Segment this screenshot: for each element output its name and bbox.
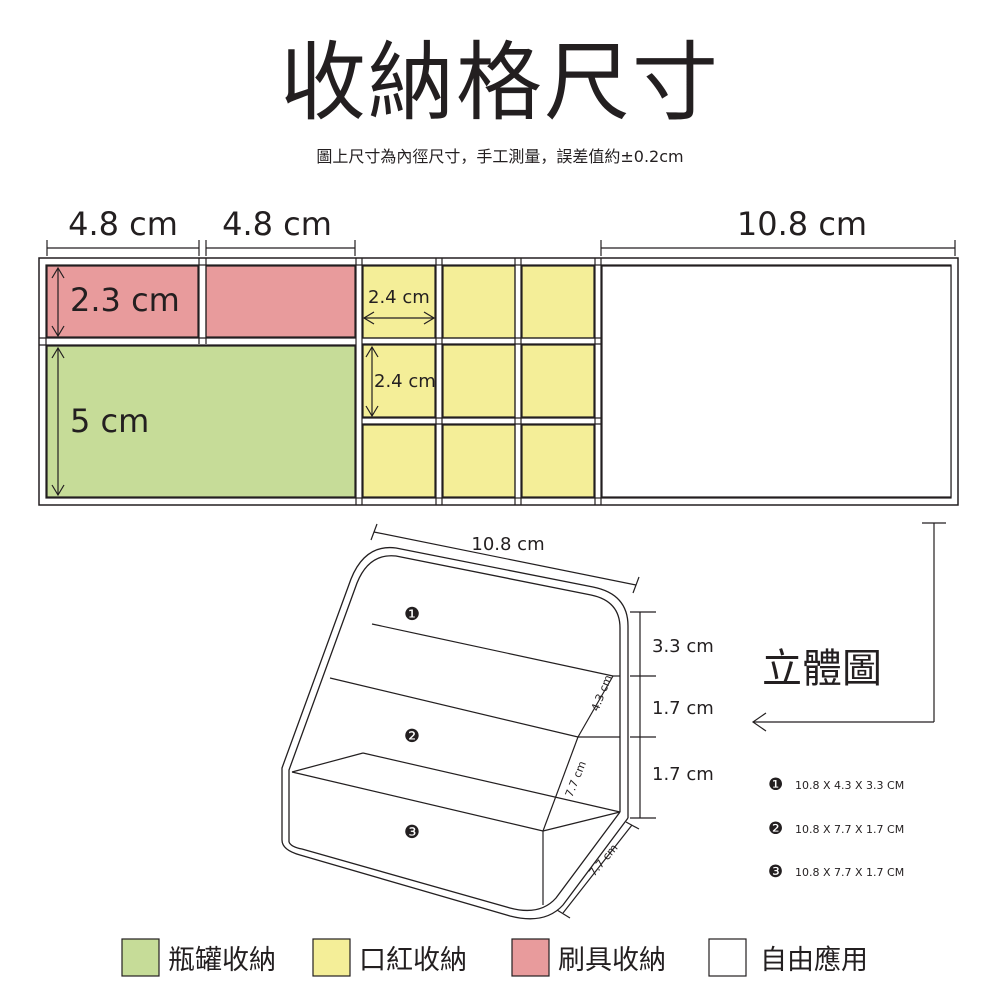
brush-compartment-2 (205, 265, 356, 338)
dim-lipstick-width: 2.4 cm (368, 287, 430, 308)
spec-marker-1: ❶ (768, 775, 783, 795)
dim-brush-height: 2.3 cm (70, 281, 180, 319)
legend-label-bottle: 瓶罐收納 (168, 945, 276, 976)
spec-text-2: 10.8 X 7.7 X 1.7 CM (795, 823, 904, 836)
dim-bottle-height: 5 cm (70, 402, 149, 440)
spec-text-3: 10.8 X 7.7 X 1.7 CM (795, 866, 904, 879)
top-dimension-lines (46, 240, 956, 256)
plan-view: 2.3 cm 5 cm 2.4 cm 2.4 cm (38, 257, 959, 506)
legend-swatch-brush (511, 938, 550, 977)
page-title: 收納格尺寸 (280, 33, 720, 133)
isometric-view: 10.8 cm 4.3 cm 7.7 cm (281, 522, 946, 920)
legend-label-free: 自由應用 (760, 945, 868, 976)
iso-dim-depth3: 7.7 cm (586, 842, 620, 879)
legend-label-brush: 刷具收納 (558, 945, 666, 976)
bottle-compartment (46, 345, 356, 498)
view-label: 立體圖 (762, 646, 882, 692)
dim-top-left-1: 4.8 cm (68, 205, 178, 243)
spec-marker-2: ❷ (768, 819, 783, 839)
spec-marker-3: ❸ (768, 862, 783, 882)
view-pointer-arrow (751, 522, 946, 732)
lipstick-grid (362, 265, 595, 498)
iso-dim-h2: 1.7 cm (652, 698, 714, 719)
iso-marker-2: ❷ (404, 726, 420, 747)
page-subtitle: 圖上尺寸為內徑尺寸，手工測量，誤差值約±0.2cm (316, 147, 684, 166)
dim-top-left-2: 4.8 cm (222, 205, 332, 243)
legend-swatch-lipstick (312, 938, 351, 977)
legend-swatch-free (708, 938, 747, 977)
brush-compartment-1 (46, 265, 199, 338)
legend-label-lipstick: 口紅收納 (359, 945, 467, 976)
dim-top-right: 10.8 cm (737, 205, 867, 243)
iso-dim-depth1: 4.3 cm (589, 673, 615, 713)
iso-dim-depth2: 7.7 cm (563, 759, 589, 799)
legend-swatch-bottle (121, 938, 160, 977)
iso-marker-1: ❶ (404, 604, 420, 625)
free-compartment (601, 265, 952, 498)
legend: 瓶罐收納 口紅收納 刷具收納 自由應用 (121, 938, 868, 977)
iso-dim-width: 10.8 cm (471, 534, 544, 555)
spec-text-1: 10.8 X 4.3 X 3.3 CM (795, 779, 904, 792)
dim-lipstick-height: 2.4 cm (374, 371, 436, 392)
iso-dim-h1: 3.3 cm (652, 636, 714, 657)
iso-marker-3: ❸ (404, 822, 420, 843)
iso-dim-h3: 1.7 cm (652, 764, 714, 785)
